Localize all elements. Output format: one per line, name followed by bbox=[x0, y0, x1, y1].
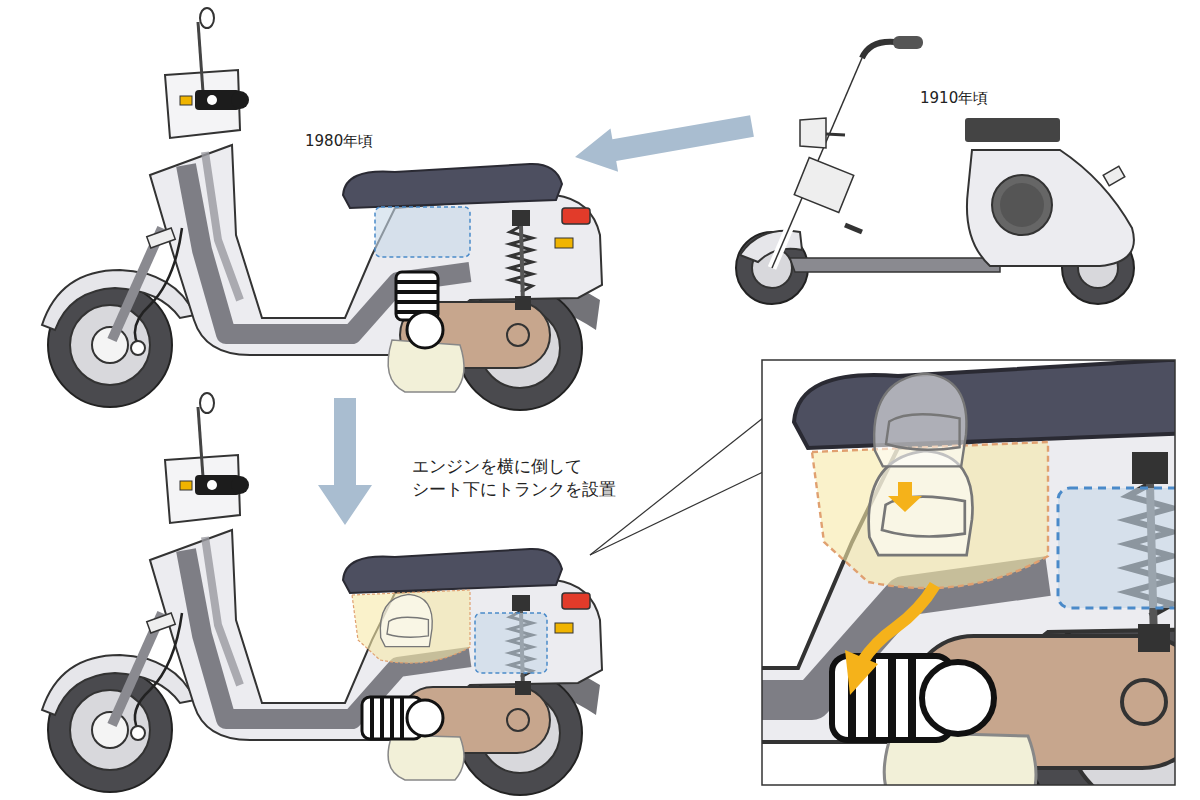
evolution-arrow bbox=[575, 115, 754, 172]
scooter-1910 bbox=[736, 36, 1134, 304]
era-label: 1980年頃 bbox=[305, 131, 373, 151]
scooter-trunk bbox=[42, 393, 602, 795]
era-label: 1910年頃 bbox=[920, 88, 988, 108]
scooter-1980 bbox=[42, 8, 602, 410]
evolution-arrow bbox=[318, 398, 372, 525]
zoom-inset bbox=[192, 48, 1200, 800]
callout-note: エンジンを横に倒して シート下にトランクを設置 bbox=[412, 455, 647, 501]
